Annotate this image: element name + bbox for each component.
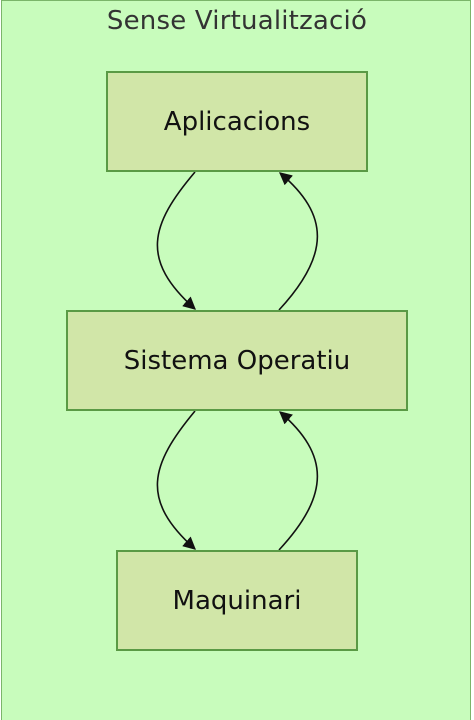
node-aplicacions: Aplicacions: [106, 71, 368, 172]
node-label: Maquinari: [172, 585, 302, 616]
container-title: Sense Virtualització: [106, 6, 368, 36]
edge-os-to-hw: [156, 410, 196, 550]
edge-apps-to-os: [156, 171, 196, 310]
node-label: Aplicacions: [163, 106, 311, 137]
node-sistema-operatiu: Sistema Operatiu: [66, 310, 408, 411]
node-label: Sistema Operatiu: [123, 345, 351, 376]
edge-hw-to-os: [278, 411, 319, 551]
node-maquinari: Maquinari: [116, 550, 358, 651]
edge-os-to-apps: [278, 172, 319, 311]
